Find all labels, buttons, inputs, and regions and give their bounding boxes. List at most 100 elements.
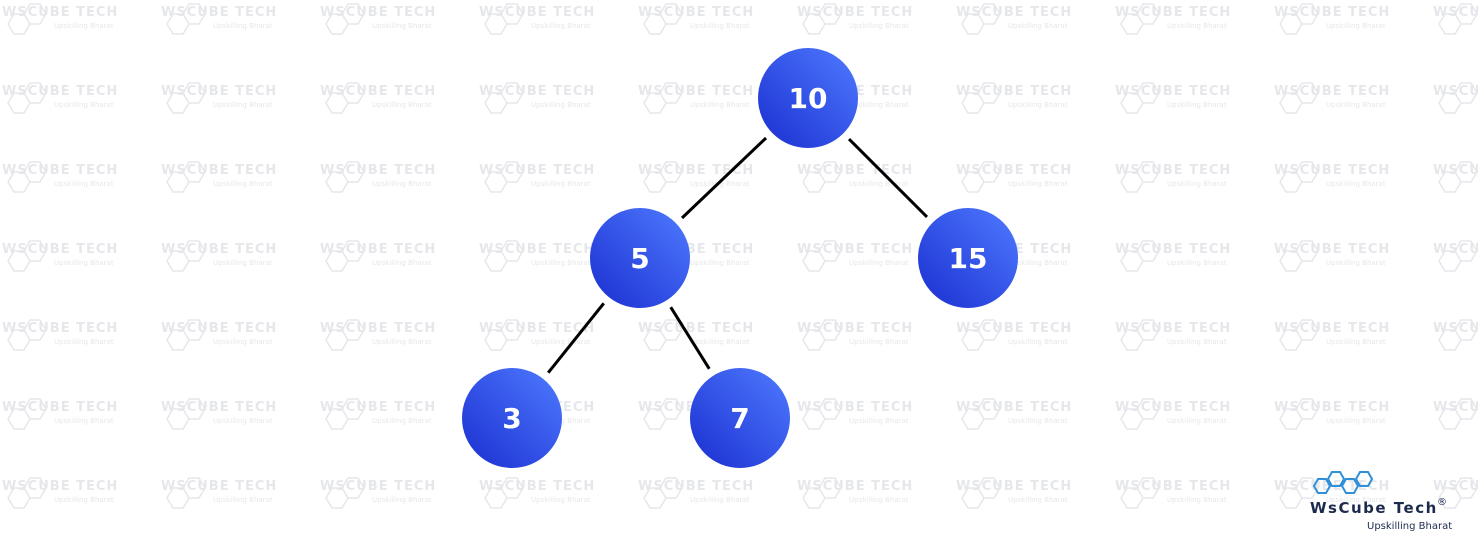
watermark-subtext: Upskilling Bharat xyxy=(372,101,432,109)
watermark-subtext: Upskilling Bharat xyxy=(849,417,909,425)
watermark-text: WSCUBE TECH xyxy=(638,163,754,178)
watermark-tile: WSCUBE TECH Upskilling Bharat xyxy=(1115,82,1231,114)
watermark-text: WSCUBE TECH xyxy=(797,400,913,415)
watermark-text: WSCUBE TECH xyxy=(1433,321,1478,336)
watermark-subtext: Upskilling Bharat xyxy=(213,338,273,346)
watermark-text: WSCUBE TECH xyxy=(161,400,277,415)
watermark-text: WSCUBE TECH xyxy=(638,479,754,494)
watermark-text: WSCUBE TECH xyxy=(1115,321,1231,336)
watermark-subtext: Upskilling Bharat xyxy=(1167,180,1227,188)
watermark-subtext: Upskilling Bharat xyxy=(54,22,114,30)
watermark-text: WSCUBE TECH xyxy=(956,321,1072,336)
watermark-subtext: Upskilling Bharat xyxy=(54,101,114,109)
node-circle xyxy=(462,368,562,468)
watermark-subtext: Upskilling Bharat xyxy=(1008,101,1068,109)
watermark-subtext: Upskilling Bharat xyxy=(1008,259,1068,267)
watermark-subtext: Upskilling Bharat xyxy=(1326,338,1386,346)
watermark-text: WSCUBE TECH xyxy=(2,479,118,494)
watermark-subtext: Upskilling Bharat xyxy=(213,180,273,188)
watermark-text: WSCUBE TECH xyxy=(1274,400,1390,415)
watermark-subtext: Upskilling Bharat xyxy=(531,22,591,30)
watermark-text: WSCUBE TECH xyxy=(956,5,1072,20)
watermark-text: WSCUBE TECH xyxy=(1274,84,1390,99)
watermark-tile: WSCUBE TECH Upskilling Bharat xyxy=(161,319,277,351)
watermark-subtext: Upskilling Bharat xyxy=(690,259,750,267)
watermark-subtext: Upskilling Bharat xyxy=(213,259,273,267)
tree-edge xyxy=(847,137,929,219)
watermark-subtext: Upskilling Bharat xyxy=(213,22,273,30)
watermark-subtext: Upskilling Bharat xyxy=(1326,22,1386,30)
watermark-text: WSCUBE TECH xyxy=(161,321,277,336)
tree-node-15: 15 xyxy=(918,208,1018,308)
watermark-subtext: Upskilling Bharat xyxy=(1167,259,1227,267)
watermark-subtext: Upskilling Bharat xyxy=(690,101,750,109)
watermark-text: WSCUBE TECH xyxy=(956,163,1072,178)
watermark-text: WSCUBE TECH xyxy=(797,5,913,20)
watermark-text: WSCUBE TECH xyxy=(1274,242,1390,257)
watermark-text: WSCUBE TECH xyxy=(479,242,595,257)
watermark-text: WSCUBE TECH xyxy=(161,242,277,257)
watermark-subtext: Upskilling Bharat xyxy=(531,259,591,267)
watermark-tile: WSCUBE TECH Upskilling Bharat xyxy=(2,3,118,35)
watermark-text: WSCUBE TECH xyxy=(2,5,118,20)
watermark-text: WSCUBE TECH xyxy=(1115,84,1231,99)
watermark-tile: WSCUBE TECH Upskilling Bharat xyxy=(161,3,277,35)
watermark-text: WSCUBE TECH xyxy=(956,400,1072,415)
tree-edge xyxy=(680,136,768,220)
watermark-text: WSCUBE TECH xyxy=(2,163,118,178)
watermark-subtext: Upskilling Bharat xyxy=(1008,180,1068,188)
watermark-subtext: Upskilling Bharat xyxy=(1326,417,1386,425)
watermark-text: WSCUBE TECH xyxy=(1115,5,1231,20)
watermark-text: WSCUBE TECH xyxy=(1433,5,1478,20)
watermark-text: WSCUBE TECH xyxy=(1433,163,1478,178)
watermark-subtext: Upskilling Bharat xyxy=(690,496,750,504)
watermark-text: WSCUBE TECH xyxy=(1433,242,1478,257)
node-label: 5 xyxy=(630,242,649,275)
watermark-text: WSCUBE TECH xyxy=(479,84,595,99)
logo-tagline: Upskilling Bharat xyxy=(1367,521,1452,532)
watermark-subtext: Upskilling Bharat xyxy=(1008,496,1068,504)
logo-wordmark: WsCube Tech xyxy=(1310,499,1438,517)
watermark-subtext: Upskilling Bharat xyxy=(1167,101,1227,109)
watermark-text: WSCUBE TECH xyxy=(2,321,118,336)
watermark-text: WSCUBE TECH xyxy=(2,242,118,257)
watermark-subtext: Upskilling Bharat xyxy=(849,338,909,346)
watermark-text: WSCUBE TECH xyxy=(1115,242,1231,257)
node-circle xyxy=(590,208,690,308)
watermark-tile: WSCUBE TECH Upskilling Bharat xyxy=(1115,319,1231,351)
watermark-text: WSCUBE TECH xyxy=(956,84,1072,99)
watermark-text: WSCUBE TECH xyxy=(320,321,436,336)
watermark-subtext: Upskilling Bharat xyxy=(1167,417,1227,425)
watermark-text: WSCUBE TECH xyxy=(1274,321,1390,336)
watermark-tile: WSCUBE TECH Upskilling Bharat xyxy=(1115,240,1231,272)
watermark-subtext: Upskilling Bharat xyxy=(1167,338,1227,346)
watermark-subtext: Upskilling Bharat xyxy=(372,417,432,425)
watermark-subtext: Upskilling Bharat xyxy=(690,338,750,346)
tree-edges xyxy=(547,136,929,374)
watermark-text: WSCUBE TECH xyxy=(161,5,277,20)
watermark-subtext: Upskilling Bharat xyxy=(372,496,432,504)
watermark-subtext: Upskilling Bharat xyxy=(1326,496,1386,504)
watermark-tile: WSCUBE TECH Upskilling Bharat xyxy=(797,398,913,430)
watermark-text: WSCUBE TECH xyxy=(161,163,277,178)
tree-edge xyxy=(547,302,605,374)
watermark-subtext: Upskilling Bharat xyxy=(849,259,909,267)
